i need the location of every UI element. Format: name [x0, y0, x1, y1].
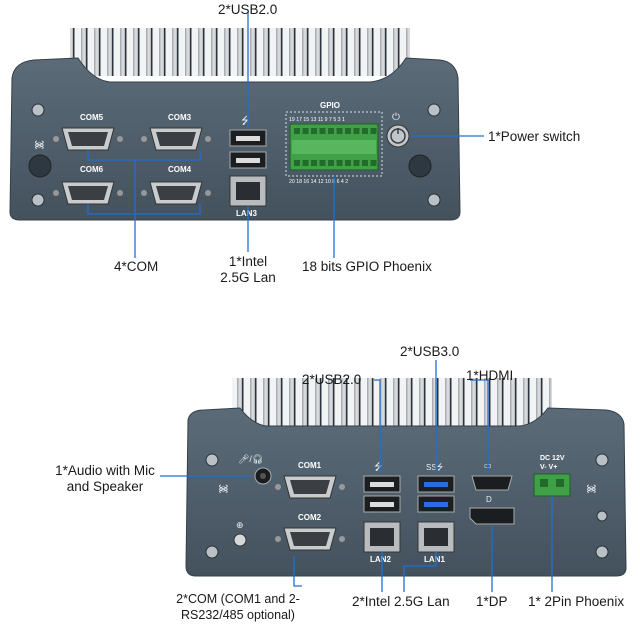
- label-lan2: LAN2: [370, 555, 391, 564]
- callout-dp: 1*DP: [476, 594, 508, 609]
- callout-bottom-com-line1: 2*COM (COM1 and 2-: [176, 592, 300, 606]
- label-com2: COM2: [298, 513, 322, 522]
- bottom-wifi-icon: ᯼: [218, 484, 229, 495]
- callout-audio: 1*Audio with Mic and Speaker: [40, 463, 170, 495]
- bottom-lan-port-icons: [363, 521, 455, 553]
- callout-bottom-usb2: 2*USB2.0: [302, 372, 362, 387]
- audio-jack-icon: 🎤︎/🎧︎: [238, 454, 272, 485]
- label-com5: COM5: [80, 113, 104, 122]
- label-com6: COM6: [80, 165, 104, 174]
- callout-bottom-com: 2*COM (COM1 and 2- RS232/485 optional): [168, 591, 308, 623]
- bottom-com-port-icons: [275, 475, 345, 551]
- dc-phoenix-terminal-icon: [533, 473, 571, 497]
- top-callout-lines: [87, 12, 484, 258]
- bottom-callout-lines: [160, 360, 553, 592]
- gpio-bottom-pin-numbers: 20 18 16 14 12 10 8 6 4 2: [289, 179, 348, 185]
- bottom-usb3-port-icons: SS⭍: [417, 463, 455, 513]
- label-lan3: LAN3: [236, 209, 257, 218]
- bottom-heatsink: [232, 378, 552, 426]
- com-port-icons: [53, 127, 211, 205]
- label-gpio: GPIO: [320, 101, 340, 110]
- callout-top-lan-line1: 1*Intel: [228, 254, 268, 269]
- label-com3: COM3: [168, 113, 192, 122]
- callout-top-usb2: 2*USB2.0: [218, 2, 278, 17]
- svg-text:⭍: ⭍: [241, 115, 249, 127]
- callout-usb3: 2*USB3.0: [400, 344, 460, 359]
- callout-audio-line1: 1*Audio with Mic: [55, 463, 155, 478]
- callout-top-com: 4*COM: [114, 259, 159, 274]
- top-left-button-icon: [28, 154, 52, 178]
- label-com4: COM4: [168, 165, 192, 174]
- label-lan1: LAN1: [424, 555, 445, 564]
- top-heatsink: [70, 28, 410, 76]
- top-unit: ᯼ COM5 COM3: [9, 28, 461, 221]
- bottom-wifi-right-icon: ᯼: [586, 484, 597, 495]
- bottom-unit: ᯼ ᯼ ⊕ 🎤︎/🎧︎ COM1 COM2: [185, 378, 627, 577]
- callout-gpio: 18 bits GPIO Phoenix: [302, 259, 432, 274]
- callout-hdmi: 1*HDMI: [466, 368, 514, 383]
- top-lan-port-icon: [229, 175, 267, 207]
- dp-port-icon: D: [469, 495, 515, 525]
- callout-top-lan: 1*Intel 2.5G Lan: [212, 254, 284, 286]
- bottom-usb2-port-icons: ⭍: [363, 461, 401, 513]
- ground-icon: ⊕: [236, 520, 244, 530]
- label-com1: COM1: [298, 461, 322, 470]
- callout-phoenix: 1* 2Pin Phoenix: [528, 594, 625, 609]
- svg-text:🎤︎/🎧︎: 🎤︎/🎧︎: [238, 454, 263, 464]
- gpio-terminal-icon: [289, 123, 379, 171]
- svg-text:SS⭍: SS⭍: [426, 463, 444, 472]
- label-dc-polarity: V- V+: [540, 464, 557, 471]
- callout-bottom-com-line2: RS232/485 optional): [181, 608, 295, 622]
- bottom-screws: [205, 453, 609, 559]
- top-usb-port-icons: ⭍: [229, 115, 267, 169]
- wifi-icon: ᯼: [34, 140, 45, 151]
- svg-text:⭍: ⭍: [374, 461, 382, 473]
- power-switch-icon: ⏻: [386, 112, 410, 148]
- callout-audio-line2: and Speaker: [66, 479, 144, 494]
- top-right-button-icon: [408, 154, 432, 178]
- callout-power-switch: 1*Power switch: [488, 129, 581, 144]
- ground-screw-icon: [233, 533, 247, 547]
- svg-text:⏻: ⏻: [392, 112, 400, 123]
- gpio-top-pin-numbers: 19 17 15 13 11 9 7 5 3 1: [289, 117, 345, 123]
- svg-text:D: D: [486, 495, 492, 504]
- top-screws: [31, 103, 441, 207]
- label-dc-voltage: DC 12V: [540, 455, 565, 462]
- callout-top-lan-line2: 2.5G Lan: [220, 270, 276, 285]
- callout-bottom-lan: 2*Intel 2.5G Lan: [352, 594, 450, 609]
